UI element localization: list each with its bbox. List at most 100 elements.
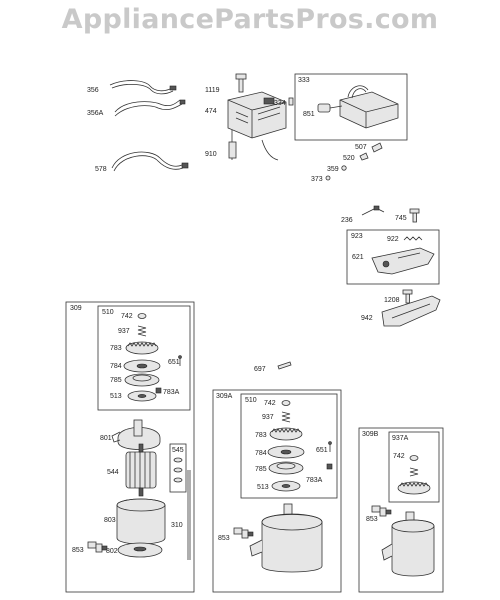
retainer-742-309a[interactable] xyxy=(281,400,291,406)
label-309b-937a: 937A xyxy=(392,435,409,442)
bracket-942[interactable] xyxy=(381,295,441,327)
label-309a-510: 510 xyxy=(245,397,257,404)
label-309a-651: 651 xyxy=(316,447,328,454)
clip-507[interactable] xyxy=(371,142,383,153)
pin-651-309a[interactable] xyxy=(328,441,332,453)
box-309a-510 xyxy=(240,393,338,499)
label-309-513: 513 xyxy=(110,393,122,400)
label-309-853: 853 xyxy=(72,547,84,554)
end-cap-802[interactable] xyxy=(117,542,163,558)
label-309b: 309B xyxy=(362,431,379,438)
terminal-853-309b[interactable] xyxy=(371,505,392,517)
label-309a-742: 742 xyxy=(264,400,276,407)
pin-651-309[interactable] xyxy=(178,355,182,367)
box-309-510 xyxy=(97,305,191,411)
washers-545[interactable] xyxy=(173,457,183,483)
label-309-784: 784 xyxy=(110,363,122,370)
screw-1208[interactable] xyxy=(402,289,413,304)
label-356: 356 xyxy=(87,87,99,94)
label-236: 236 xyxy=(341,217,353,224)
spring-922[interactable] xyxy=(403,236,423,241)
box-333 xyxy=(294,73,408,141)
label-309a-853: 853 xyxy=(218,535,230,542)
retainer-742-309[interactable] xyxy=(137,313,147,319)
through-bolt-310[interactable] xyxy=(187,470,191,560)
screw-697[interactable] xyxy=(277,361,292,370)
ignition-module-333[interactable] xyxy=(339,85,399,129)
starter-motor-309b[interactable] xyxy=(381,511,435,577)
control-bracket-621[interactable] xyxy=(371,247,435,275)
label-309-742: 742 xyxy=(121,313,133,320)
retainer-742-309b[interactable] xyxy=(409,455,419,461)
pinion-gear-783-309a[interactable] xyxy=(269,427,303,441)
clutch-784-309[interactable] xyxy=(123,359,161,373)
label-621: 621 xyxy=(352,254,364,261)
label-334: 334 xyxy=(274,100,286,107)
bolt-1119[interactable] xyxy=(235,73,247,93)
label-309-544: 544 xyxy=(107,469,119,476)
box-309b xyxy=(358,427,444,593)
box-309a xyxy=(212,389,342,593)
box-309b-937a xyxy=(388,431,440,503)
label-309b-853: 853 xyxy=(366,516,378,523)
terminal-520[interactable] xyxy=(359,152,369,161)
wire-harness-356a[interactable] xyxy=(114,99,186,117)
label-373: 373 xyxy=(311,176,323,183)
label-333: 333 xyxy=(298,77,310,84)
spark-plug-boot-851[interactable] xyxy=(317,103,343,113)
label-359: 359 xyxy=(327,166,339,173)
label-507: 507 xyxy=(355,144,367,151)
box-923 xyxy=(346,229,440,285)
label-309a-785: 785 xyxy=(255,466,267,473)
wire-harness-578[interactable] xyxy=(111,151,189,172)
watermark: AppliancePartsPros.com xyxy=(61,4,439,35)
label-309-651: 651 xyxy=(168,359,180,366)
label-309-802: 802 xyxy=(106,548,118,555)
label-942: 942 xyxy=(361,315,373,322)
label-697: 697 xyxy=(254,366,266,373)
nut-783a-309a[interactable] xyxy=(326,463,333,470)
label-309: 309 xyxy=(70,305,82,312)
drive-end-cap-801[interactable] xyxy=(111,419,161,450)
label-356a: 356A xyxy=(87,110,104,117)
cap-513-309[interactable] xyxy=(127,390,157,402)
label-309a-513: 513 xyxy=(257,484,269,491)
label-309-803: 803 xyxy=(104,517,116,524)
label-309a-937: 937 xyxy=(262,414,274,421)
label-309a-784: 784 xyxy=(255,450,267,457)
washer-373[interactable] xyxy=(325,175,331,181)
terminal-853-309[interactable] xyxy=(87,541,108,553)
spring-gear-937a[interactable] xyxy=(397,467,431,495)
label-309-545: 545 xyxy=(172,447,184,454)
label-1119: 1119 xyxy=(205,87,220,94)
screw-334[interactable] xyxy=(288,97,294,106)
ignition-coil-474[interactable] xyxy=(227,91,287,139)
gear-785-309a[interactable] xyxy=(268,461,304,475)
armature-544[interactable] xyxy=(125,443,157,497)
label-309-801: 801 xyxy=(100,435,112,442)
washer-359[interactable] xyxy=(341,165,347,171)
gear-785-309[interactable] xyxy=(124,373,160,387)
wire-236[interactable] xyxy=(361,205,385,216)
motor-housing-803[interactable] xyxy=(116,498,166,545)
terminal-853-309a[interactable] xyxy=(233,527,254,539)
screw-745[interactable] xyxy=(409,208,420,223)
label-309-785: 785 xyxy=(110,377,122,384)
box-309-545 xyxy=(169,443,187,493)
starter-motor-309a[interactable] xyxy=(249,503,323,573)
pinion-gear-783-309[interactable] xyxy=(125,341,159,355)
label-745: 745 xyxy=(395,215,407,222)
cap-513-309a[interactable] xyxy=(271,480,301,492)
label-474: 474 xyxy=(205,108,217,115)
clutch-784-309a[interactable] xyxy=(267,445,305,459)
nut-783a-309[interactable] xyxy=(155,387,162,394)
spring-937-309a[interactable] xyxy=(281,411,291,423)
box-309 xyxy=(65,301,195,593)
spring-937-309[interactable] xyxy=(137,325,147,337)
label-923: 923 xyxy=(351,233,363,240)
label-578: 578 xyxy=(95,166,107,173)
label-309-510: 510 xyxy=(102,309,114,316)
wire-harness-356[interactable] xyxy=(109,80,177,95)
coil-wire-910[interactable] xyxy=(228,130,279,161)
